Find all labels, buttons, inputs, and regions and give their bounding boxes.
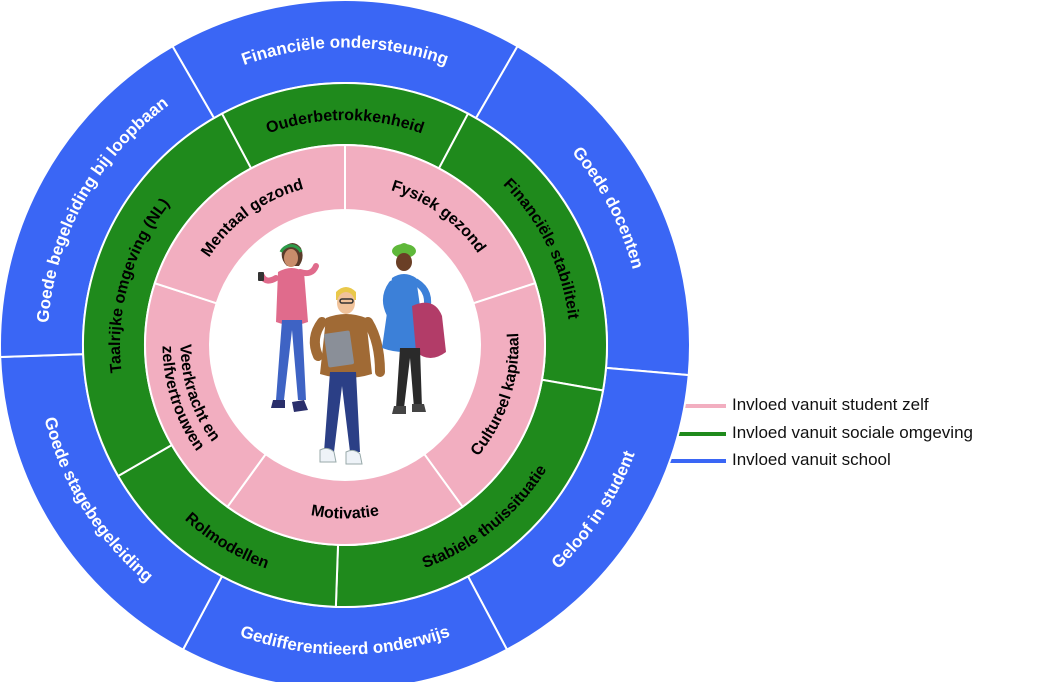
student-figure-middle xyxy=(309,287,385,465)
student-figure-left xyxy=(258,243,319,412)
legend-item-school: Invloed vanuit school xyxy=(732,450,891,470)
students-illustration xyxy=(258,243,446,465)
student-figure-right xyxy=(382,243,446,414)
legend-label-school: Invloed vanuit school xyxy=(732,450,891,469)
legend-label-social: Invloed vanuit sociale omgeving xyxy=(732,423,973,442)
legend-item-social: Invloed vanuit sociale omgeving xyxy=(732,423,973,443)
legend-label-student: Invloed vanuit student zelf xyxy=(732,395,929,414)
student-label-motivatie: Motivatie xyxy=(310,502,380,522)
legend-item-student: Invloed vanuit student zelf xyxy=(732,395,929,415)
